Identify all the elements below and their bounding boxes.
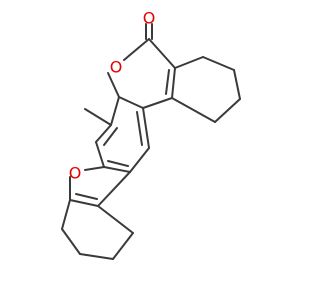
bond-furan-c bbox=[69, 199, 99, 207]
bond-chx1-b bbox=[202, 56, 235, 71]
atom-labels: O O O bbox=[69, 9, 156, 183]
bond-carbonyl-c-to-lactone-o bbox=[123, 38, 150, 61]
bond-furan-d bbox=[97, 171, 131, 207]
bond-benz-f bbox=[142, 107, 150, 149]
furan-oxygen-label: O bbox=[69, 164, 82, 183]
bond-chx2-d bbox=[112, 232, 134, 260]
bond-methyl bbox=[84, 108, 112, 126]
bond-lower-to-c-right bbox=[142, 97, 173, 109]
molecule-structure: O O O bbox=[61, 9, 241, 260]
bond-benz-f-inner bbox=[136, 111, 143, 146]
bond-chx1-c bbox=[233, 69, 241, 100]
bonds bbox=[61, 23, 241, 260]
bond-benz-c bbox=[95, 141, 105, 168]
bond-c-to-c-lower bbox=[118, 96, 144, 109]
bond-chx1-d bbox=[214, 98, 241, 123]
bond-benz-d-inner bbox=[107, 160, 129, 167]
bond-furan-c-inner bbox=[75, 193, 98, 200]
bond-chx2-a bbox=[61, 199, 71, 230]
bond-benz-a bbox=[110, 96, 120, 126]
bond-lactone-ring-right bbox=[171, 67, 176, 99]
bond-benz-b bbox=[95, 124, 112, 143]
bond-benz-e bbox=[129, 147, 150, 173]
bond-chx1-a bbox=[174, 56, 204, 69]
bond-lactone-ring-right-inner bbox=[165, 69, 170, 95]
lactone-oxygen-label: O bbox=[110, 58, 123, 77]
bond-chx2-e bbox=[97, 205, 134, 234]
carbonyl-oxygen-label: O bbox=[143, 9, 156, 28]
bond-benz-d bbox=[103, 166, 131, 173]
bond-carbonyl-c-to-ring bbox=[148, 38, 176, 69]
bond-chx2-b bbox=[61, 228, 81, 255]
bond-benz-b-inner bbox=[103, 127, 118, 146]
bond-chx2-c bbox=[79, 253, 114, 260]
bond-furan-a bbox=[84, 166, 105, 171]
bond-chx1-e bbox=[171, 97, 216, 123]
bond-lactone-o-to-c bbox=[107, 72, 120, 98]
